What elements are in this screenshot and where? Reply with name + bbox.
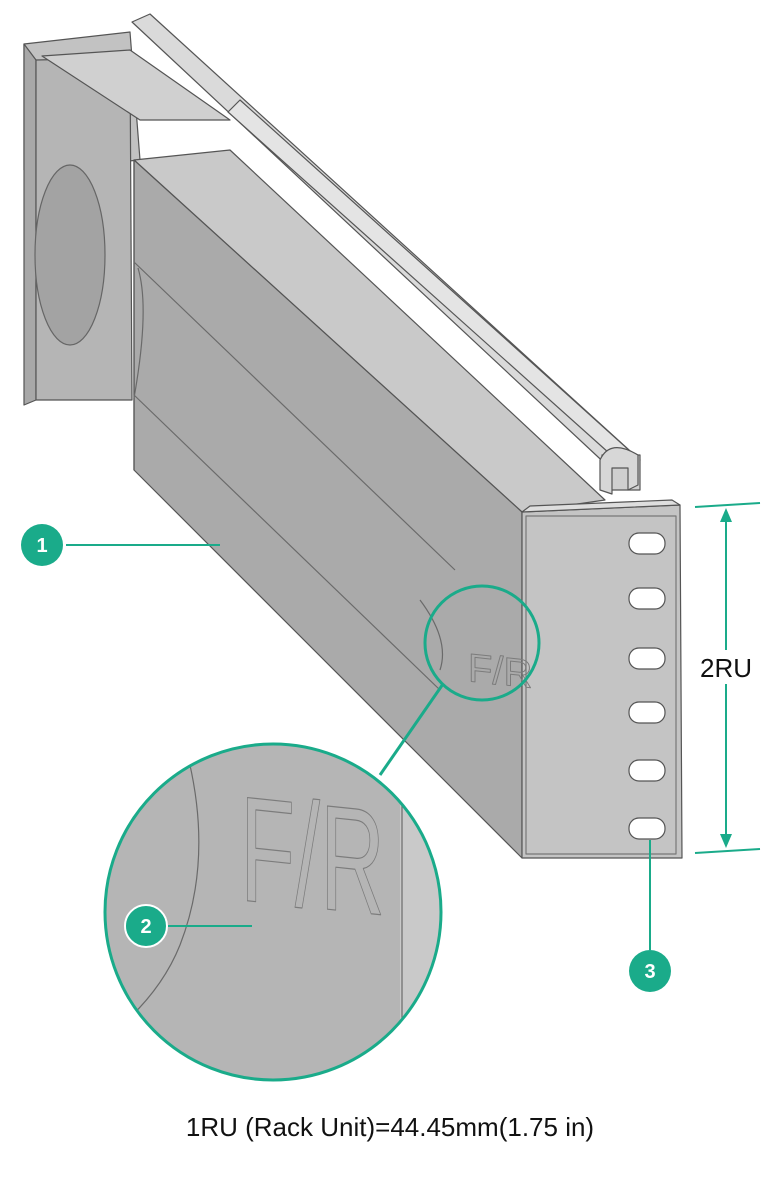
mounting-hole <box>628 532 666 555</box>
callout-1-badge <box>21 524 63 566</box>
mounting-hole <box>628 701 666 724</box>
fr-marking-magnified-text: F/R <box>240 766 385 948</box>
mounting-hole <box>628 817 666 840</box>
callout-1: 1 <box>21 524 220 566</box>
callout-3: 3 <box>629 840 671 992</box>
callout-3-number: 3 <box>644 961 655 983</box>
mounting-hole <box>628 647 666 670</box>
mounting-hole <box>628 587 666 610</box>
callout-2: 2 <box>124 904 252 948</box>
callout-2-number: 2 <box>140 916 151 938</box>
callout-3-badge <box>629 950 671 992</box>
mounting-holes <box>628 532 666 840</box>
fr-marking-text: F/R <box>468 646 532 697</box>
magnifier-source-circle <box>423 584 541 702</box>
dimension-label: 2RU <box>700 653 752 683</box>
magnifier-connector <box>378 683 445 776</box>
outer-rail <box>23 31 231 406</box>
fr-marking-small: F/R <box>468 646 533 698</box>
top-flange <box>131 13 641 495</box>
inner-rail <box>133 149 606 859</box>
dimension-2ru <box>694 502 761 854</box>
caption: 1RU (Rack Unit)=44.45mm(1.75 in) <box>185 1112 595 1142</box>
callout-1-number: 1 <box>36 535 47 557</box>
callout-2-badge <box>124 904 168 948</box>
mounting-hole <box>628 759 666 782</box>
